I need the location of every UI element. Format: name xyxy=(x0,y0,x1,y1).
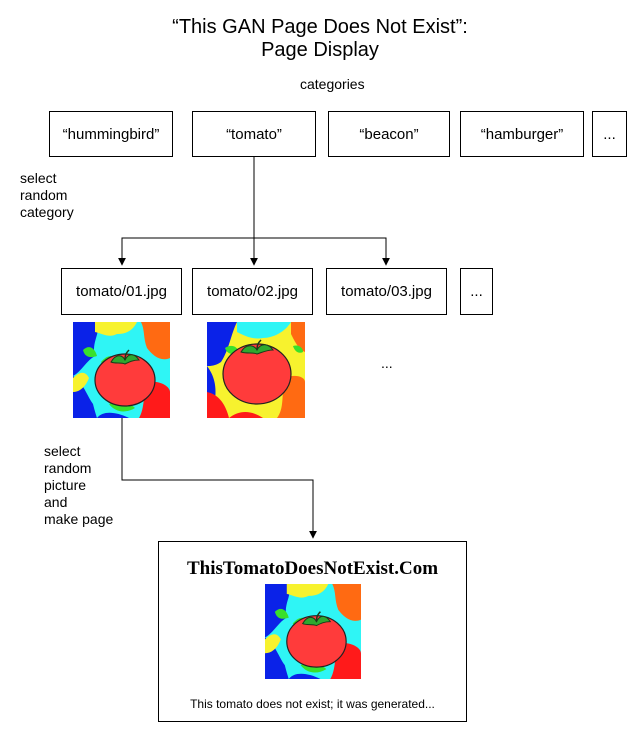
category-box-hummingbird: “hummingbird” xyxy=(49,111,173,157)
select-category-label: select random category xyxy=(20,170,74,220)
arrow-picture-to-page xyxy=(121,418,317,539)
category-box-hamburger: “hamburger” xyxy=(460,111,584,157)
select-picture-label: select random picture and make page xyxy=(44,443,114,527)
tomato-thumbnail-01 xyxy=(73,322,170,418)
category-box-beacon: “beacon” xyxy=(328,111,450,157)
category-box-tomato: “tomato” xyxy=(192,111,316,157)
tomato-image-page xyxy=(265,584,361,679)
images-more-ellipsis: ... xyxy=(381,355,393,371)
page-tomato-image xyxy=(264,584,362,679)
image-box-more: ... xyxy=(460,268,493,315)
image-box-01: tomato/01.jpg xyxy=(61,268,182,315)
generated-page: ThisTomatoDoesNotExist.Com This tomato d… xyxy=(158,541,467,722)
tomato-thumbnail-02 xyxy=(207,322,305,418)
arrow-tomato-to-01 xyxy=(118,237,254,266)
image-box-03: tomato/03.jpg xyxy=(326,268,447,315)
categories-label: categories xyxy=(300,76,365,92)
arrow-tomato-to-03 xyxy=(254,237,390,266)
title-line-2: Page Display xyxy=(261,39,379,61)
category-box-more: ... xyxy=(592,111,627,157)
tomato-image-1 xyxy=(73,322,170,418)
page-caption: This tomato does not exist; it was gener… xyxy=(190,697,435,711)
diagram-title: “This GAN Page Does Not Exist”: Page Dis… xyxy=(0,16,640,62)
tomato-image-2 xyxy=(207,322,305,418)
site-title: ThisTomatoDoesNotExist.Com xyxy=(186,558,439,579)
title-line-1: “This GAN Page Does Not Exist”: xyxy=(172,16,468,38)
image-box-02: tomato/02.jpg xyxy=(192,268,313,315)
